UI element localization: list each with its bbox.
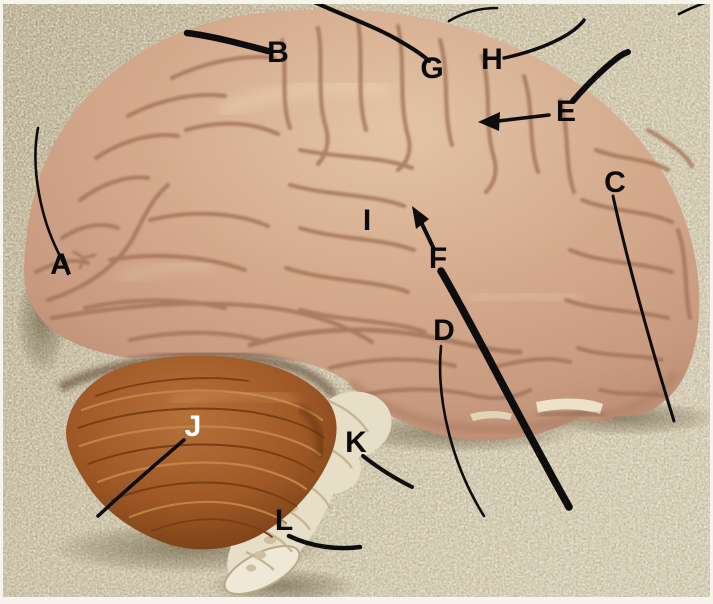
label-line-b — [183, 29, 272, 55]
arrowhead-f — [412, 206, 429, 229]
cut-edge-sliver — [470, 398, 603, 421]
label-line-e-curve — [570, 49, 631, 104]
cerebellum — [66, 355, 337, 550]
arrowheads — [412, 112, 500, 229]
annotation-lines — [34, 0, 713, 551]
label-line-e-arrow-shaft — [496, 113, 551, 123]
label-line-f-thick — [437, 267, 573, 511]
label-line-f-arrow-shaft — [419, 220, 436, 251]
label-line-c — [611, 194, 676, 423]
label-line-h — [502, 18, 586, 60]
label-line-g — [312, 0, 431, 63]
cerebellum-outline — [66, 355, 337, 550]
arrowhead-e — [478, 112, 500, 131]
label-line-l — [286, 533, 363, 551]
label-line-k — [361, 454, 414, 489]
label-line-d — [438, 344, 486, 518]
label-line-a — [34, 126, 70, 276]
cerebrum-cerebellum-crease — [57, 351, 338, 400]
label-line-j — [96, 438, 186, 518]
label-line-h-upper-arc — [447, 6, 499, 23]
